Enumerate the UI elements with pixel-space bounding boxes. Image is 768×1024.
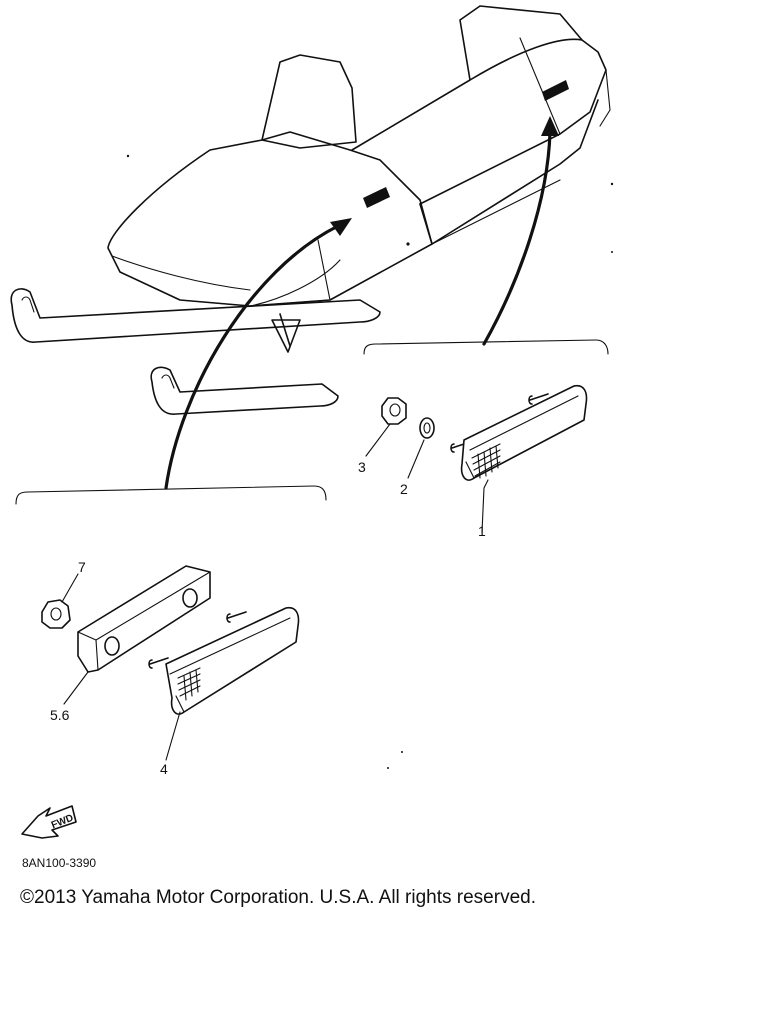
callout-4: 4 xyxy=(160,761,168,777)
fwd-arrow-icon: FWD xyxy=(21,805,77,839)
part-nut-3 xyxy=(381,397,407,425)
leader-line-2 xyxy=(407,439,425,479)
part-reflector-4 xyxy=(148,606,300,715)
snowmobile-illustration xyxy=(10,5,614,415)
part-spacer-5-6 xyxy=(77,565,211,673)
leader-line-4 xyxy=(165,711,181,761)
callout-2: 2 xyxy=(400,481,408,497)
callout-5-6: 5.6 xyxy=(50,707,70,723)
leader-line-3 xyxy=(365,423,391,457)
copyright-notice: ©2013 Yamaha Motor Corporation. U.S.A. A… xyxy=(20,887,536,908)
detail-bracket-left xyxy=(15,485,327,505)
diagram-part-code: 8AN100-3390 xyxy=(22,856,97,870)
callout-7: 7 xyxy=(78,559,86,575)
leader-line-5-6 xyxy=(63,671,89,705)
callout-1: 1 xyxy=(478,523,486,539)
part-reflector-1 xyxy=(450,384,588,481)
detail-bracket-right xyxy=(363,339,609,355)
part-nut-7 xyxy=(41,599,71,629)
part-washer-2 xyxy=(419,417,435,439)
leader-line-7 xyxy=(61,573,79,603)
leader-arrow-front xyxy=(164,218,352,490)
callout-3: 3 xyxy=(358,459,366,475)
leader-arrow-rear xyxy=(482,116,559,346)
leader-line-1 xyxy=(481,479,489,533)
